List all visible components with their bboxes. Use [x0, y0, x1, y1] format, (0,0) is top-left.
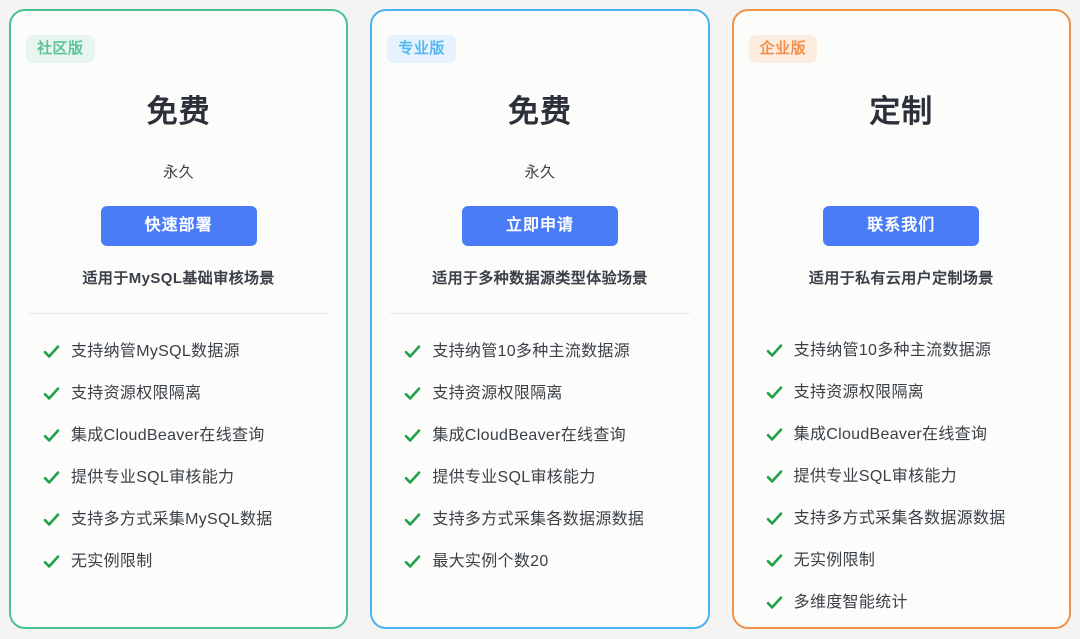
plan-feature-list-enterprise: 支持纳管10多种主流数据源 支持资源权限隔离 集成CloudBeaver在线查询…	[734, 313, 1069, 627]
check-icon	[43, 345, 60, 358]
plan-description-professional: 适用于多种数据源类型体验场景	[432, 270, 648, 287]
feature-text: 多维度智能统计	[793, 594, 908, 611]
list-item: 集成CloudBeaver在线查询	[11, 420, 346, 452]
check-icon	[766, 512, 782, 525]
list-item: 支持纳管MySQL数据源	[11, 336, 346, 368]
check-icon	[766, 470, 782, 483]
feature-text: 集成CloudBeaver在线查询	[71, 427, 265, 444]
list-item: 提供专业SQL审核能力	[11, 462, 346, 494]
feature-text: 支持资源权限隔离	[793, 384, 925, 401]
check-icon	[405, 345, 421, 358]
plan-card-professional[interactable]: 专业版 免费 永久 立即申请 适用于多种数据源类型体验场景 支持纳管10多种主流…	[370, 9, 710, 629]
plan-card-enterprise[interactable]: 企业版 定制 联系我们 适用于私有云用户定制场景 支持纳管10多种主流数据源 支…	[731, 9, 1071, 629]
plan-feature-list-community: 支持纳管MySQL数据源 支持资源权限隔离 集成CloudBeaver在线查询 …	[11, 314, 346, 588]
list-item: 支持资源权限隔离	[734, 377, 1069, 409]
feature-text: 提供专业SQL审核能力	[793, 468, 957, 485]
plan-divider-professional	[390, 313, 690, 314]
feature-text: 无实例限制	[71, 553, 153, 570]
plan-card-community[interactable]: 社区版 免费 永久 快速部署 适用于MySQL基础审核场景 支持纳管MySQL数…	[9, 9, 349, 629]
check-icon	[43, 429, 60, 442]
list-item: 支持多方式采集MySQL数据	[11, 504, 346, 536]
check-icon	[405, 513, 421, 526]
plan-description-community: 适用于MySQL基础审核场景	[82, 270, 275, 287]
plan-price-community: 免费	[146, 94, 211, 129]
check-icon	[405, 387, 421, 400]
check-icon	[766, 428, 782, 441]
feature-text: 支持资源权限隔离	[432, 385, 563, 402]
list-item: 提供专业SQL审核能力	[734, 461, 1069, 493]
plan-cta-wrap-community: 快速部署	[11, 206, 346, 246]
list-item: 无实例限制	[734, 545, 1069, 577]
check-icon	[43, 513, 60, 526]
feature-text: 支持多方式采集各数据源数据	[793, 510, 1006, 527]
check-icon	[766, 596, 782, 609]
list-item: 支持资源权限隔离	[372, 378, 707, 410]
feature-text: 提供专业SQL审核能力	[71, 469, 235, 486]
plan-period-enterprise	[734, 164, 1069, 182]
list-item: 集成CloudBeaver在线查询	[372, 420, 707, 452]
plan-cta-wrap-professional: 立即申请	[372, 206, 707, 246]
list-item: 集成CloudBeaver在线查询	[734, 419, 1069, 451]
feature-text: 支持纳管10多种主流数据源	[793, 342, 992, 359]
feature-text: 支持资源权限隔离	[71, 385, 202, 402]
plan-header-enterprise: 定制 联系我们 适用于私有云用户定制场景	[734, 11, 1069, 288]
plan-header-professional: 免费 永久 立即申请 适用于多种数据源类型体验场景	[372, 11, 707, 288]
check-icon	[405, 429, 421, 442]
plan-divider-community	[29, 313, 329, 314]
plan-description-enterprise: 适用于私有云用户定制场景	[808, 270, 994, 287]
check-icon	[766, 386, 782, 399]
feature-text: 支持纳管MySQL数据源	[71, 343, 240, 360]
plan-badge-professional: 专业版	[387, 35, 456, 63]
plan-cta-wrap-enterprise: 联系我们	[734, 206, 1069, 246]
check-icon	[405, 471, 421, 484]
check-icon	[43, 387, 60, 400]
plan-feature-list-professional: 支持纳管10多种主流数据源 支持资源权限隔离 集成CloudBeaver在线查询…	[372, 314, 707, 588]
plan-period-professional: 永久	[524, 164, 556, 181]
plan-period-community: 永久	[163, 164, 195, 181]
plan-price-enterprise: 定制	[869, 94, 934, 129]
feature-text: 集成CloudBeaver在线查询	[793, 426, 988, 443]
list-item: 支持多方式采集各数据源数据	[372, 504, 707, 536]
feature-text: 集成CloudBeaver在线查询	[432, 427, 626, 444]
list-item: 支持多方式采集各数据源数据	[734, 503, 1069, 535]
feature-text: 支持纳管10多种主流数据源	[432, 343, 631, 360]
check-icon	[405, 555, 421, 568]
deploy-button[interactable]: 快速部署	[100, 206, 257, 246]
list-item: 提供专业SQL审核能力	[372, 462, 707, 494]
plan-badge-community: 社区版	[26, 35, 95, 63]
list-item: 最大实例个数20	[372, 546, 707, 578]
list-item: 多维度智能统计	[734, 587, 1069, 619]
check-icon	[766, 344, 782, 357]
feature-text: 最大实例个数20	[432, 553, 549, 570]
list-item: 无实例限制	[11, 546, 346, 578]
feature-text: 提供专业SQL审核能力	[432, 469, 596, 486]
check-icon	[766, 554, 782, 567]
contact-us-button[interactable]: 联系我们	[823, 206, 980, 246]
list-item: 支持纳管10多种主流数据源	[372, 336, 707, 368]
plan-price-professional: 免费	[507, 94, 572, 129]
feature-text: 支持多方式采集各数据源数据	[432, 511, 645, 528]
check-icon	[43, 471, 60, 484]
list-item: 支持纳管10多种主流数据源	[734, 335, 1069, 367]
plan-header-community: 免费 永久 快速部署 适用于MySQL基础审核场景	[11, 11, 346, 288]
feature-text: 无实例限制	[793, 552, 876, 569]
feature-text: 支持多方式采集MySQL数据	[71, 511, 273, 528]
plan-badge-enterprise: 企业版	[748, 35, 818, 63]
apply-now-button[interactable]: 立即申请	[461, 206, 618, 246]
check-icon	[43, 555, 60, 568]
list-item: 支持资源权限隔离	[11, 378, 346, 410]
